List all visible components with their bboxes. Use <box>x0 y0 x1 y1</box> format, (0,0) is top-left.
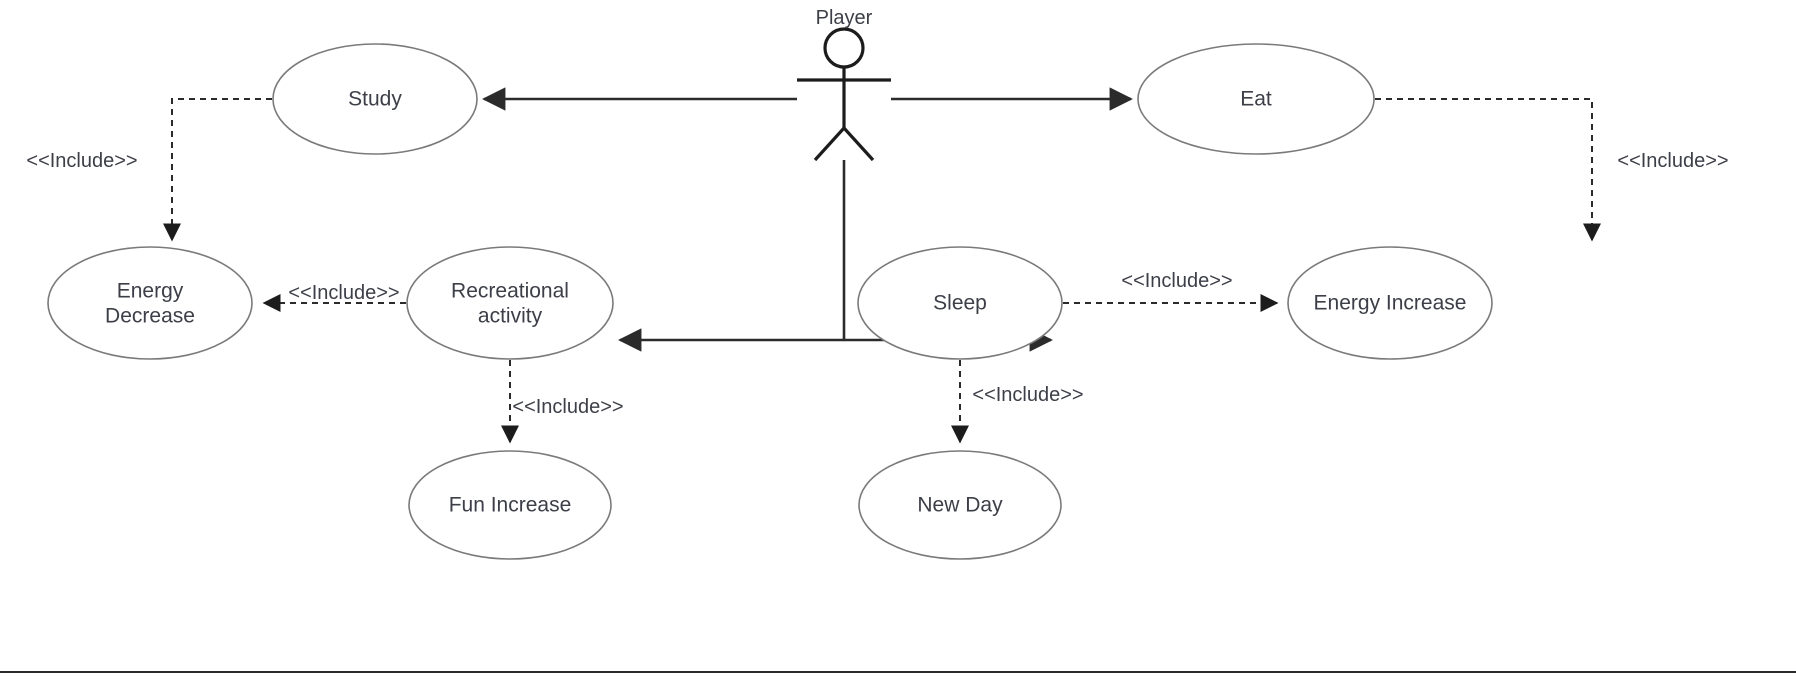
use-case-label: Study <box>348 88 402 111</box>
use-case-ellipse <box>1287 246 1493 360</box>
use-case-ellipse <box>272 43 478 155</box>
use-case-energy-decrease[interactable]: Energy Decrease <box>47 246 253 360</box>
use-case-label-line1: Energy <box>117 280 184 303</box>
include-study-to-energy-decrease[interactable] <box>163 98 272 242</box>
actor-head-icon <box>823 27 865 69</box>
actor-player-label: Player <box>816 7 873 29</box>
use-case-recreational-activity[interactable]: Recreational activity <box>406 246 614 360</box>
use-case-label: Eat <box>1240 88 1272 111</box>
use-case-eat[interactable]: Eat <box>1137 43 1375 155</box>
use-case-sleep[interactable]: Sleep <box>857 246 1063 360</box>
use-case-label-line2: activity <box>478 305 543 328</box>
use-case-label-line2: Decrease <box>105 305 195 328</box>
include-label-recreational-energy-decrease: <<Include>> <box>288 282 399 304</box>
actor-left-leg-line <box>813 126 846 162</box>
actor-player[interactable]: Player <box>797 7 891 162</box>
include-eat-to-energy-increase[interactable] <box>1375 98 1601 242</box>
use-case-label: Sleep <box>933 292 987 315</box>
use-case-label: New Day <box>917 494 1003 517</box>
include-label-sleep-energy-increase: <<Include>> <box>1121 270 1232 292</box>
use-case-new-day[interactable]: New Day <box>858 450 1062 560</box>
use-case-ellipse <box>857 246 1063 360</box>
use-case-ellipse <box>1137 43 1375 155</box>
include-label-eat-energy-increase: <<Include>> <box>1617 150 1728 172</box>
actor-right-leg-line <box>842 126 875 162</box>
use-case-label-line1: Recreational <box>451 280 569 303</box>
use-case-label: Fun Increase <box>449 494 572 517</box>
use-case-study[interactable]: Study <box>272 43 478 155</box>
include-label-sleep-new-day: <<Include>> <box>972 384 1083 406</box>
use-case-energy-increase[interactable]: Energy Increase <box>1287 246 1493 360</box>
include-label-study-energy-decrease: <<Include>> <box>26 150 137 172</box>
use-case-ellipse <box>406 246 614 360</box>
use-case-ellipse <box>47 246 253 360</box>
use-case-fun-increase[interactable]: Fun Increase <box>408 450 612 560</box>
use-case-label: Energy Increase <box>1314 292 1467 315</box>
include-label-recreational-fun-increase: <<Include>> <box>512 396 623 418</box>
use-case-ellipse <box>408 450 612 560</box>
use-case-ellipse <box>858 450 1062 560</box>
